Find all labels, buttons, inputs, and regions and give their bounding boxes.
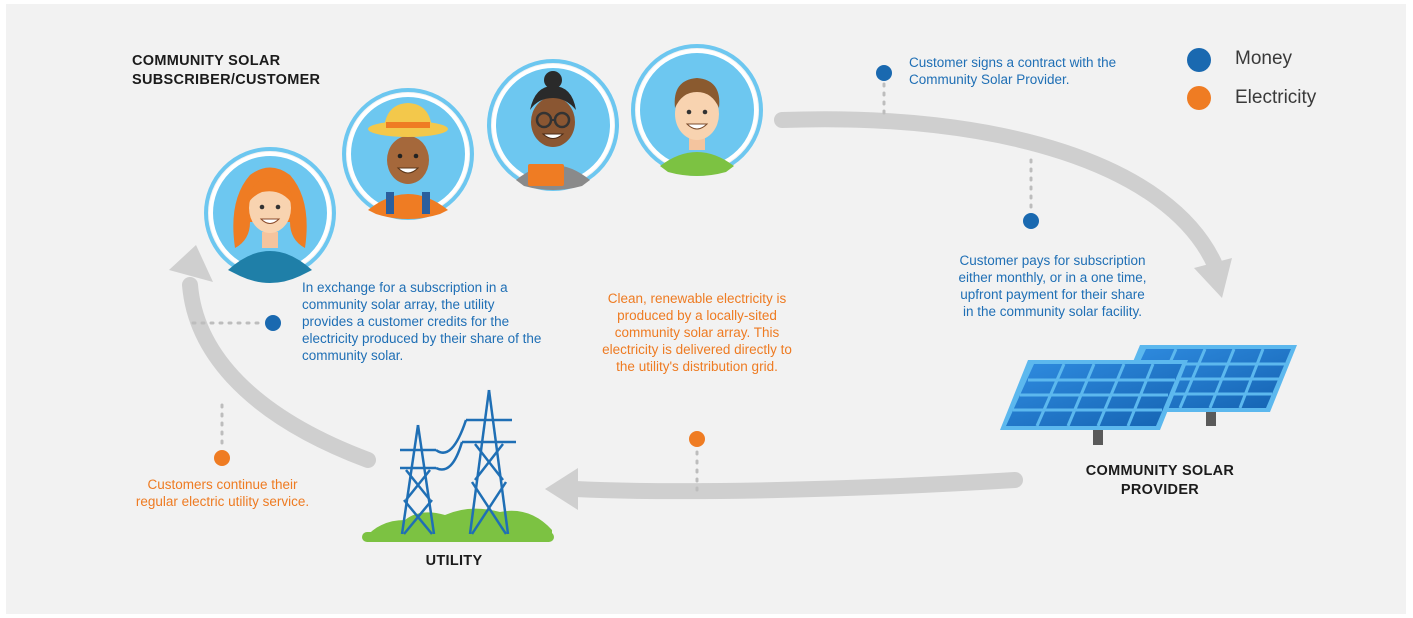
note-service: Customers continue their regular electri… <box>135 477 310 509</box>
arrowhead-customer <box>169 245 213 282</box>
legend-electricity-label: Electricity <box>1235 87 1317 108</box>
money-marker-payment <box>1023 213 1039 229</box>
note-produced: Clean, renewable electricity is produced… <box>602 291 792 374</box>
electricity-marker-produced <box>689 431 705 447</box>
customer-farmer-icon <box>342 88 474 220</box>
money-marker-contract <box>876 65 892 81</box>
transmission-towers-icon <box>362 389 554 542</box>
legend-money-dot <box>1187 48 1211 72</box>
arrowhead-utility <box>545 468 578 510</box>
customer-man-icon <box>631 44 763 176</box>
note-contract: Customer signs a contract with the Commu… <box>909 55 1117 87</box>
flow-arrows <box>182 111 1223 500</box>
legend-money-label: Money <box>1235 48 1293 69</box>
provider-heading: COMMUNITY SOLAR PROVIDER <box>1085 463 1235 498</box>
electricity-marker-service <box>214 450 230 466</box>
arrow-provider-to-utility <box>567 472 1023 500</box>
arrow-customer-to-provider <box>774 111 1223 273</box>
solar-panels-icon <box>1000 345 1297 445</box>
money-connectors <box>191 65 1039 331</box>
customer-woman-glasses-icon <box>487 59 619 191</box>
customer-woman-redhair-icon <box>204 147 336 283</box>
arrowhead-provider <box>1194 258 1232 298</box>
note-payment: Customer pays for subscription either mo… <box>958 253 1147 319</box>
electricity-connectors <box>214 403 705 494</box>
money-marker-credits <box>265 315 281 331</box>
utility-heading: UTILITY <box>425 553 483 569</box>
legend-electricity-dot <box>1187 86 1211 110</box>
arrow-heads <box>169 245 1232 510</box>
arrow-utility-to-customer <box>182 277 376 468</box>
note-credits: In exchange for a subscription in a comm… <box>302 280 542 363</box>
subscriber-heading: COMMUNITY SOLAR SUBSCRIBER/CUSTOMER <box>132 53 321 88</box>
